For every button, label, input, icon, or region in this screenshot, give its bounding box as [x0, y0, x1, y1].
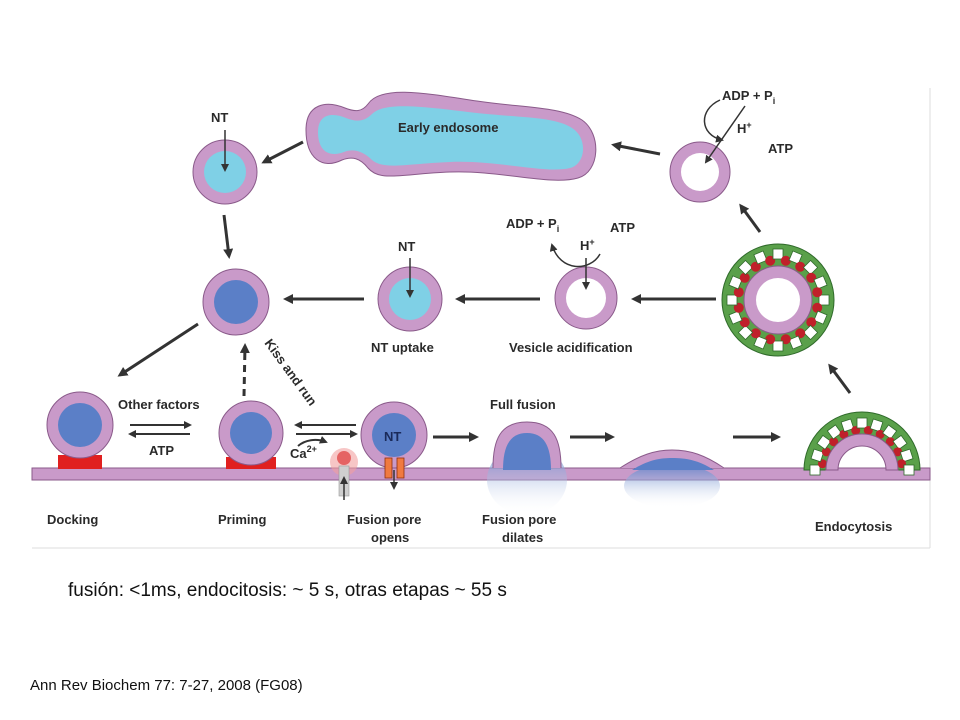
label-fusion-pore-opens-1: Fusion pore [347, 512, 421, 527]
citation: Ann Rev Biochem 77: 7-27, 2008 (FG08) [30, 677, 303, 694]
nt-uptake-vesicle [377, 258, 443, 332]
clathrin-coated-pit [803, 411, 921, 476]
label-h-top: H+ [737, 120, 752, 136]
label-adp-pi-mid-sub: i [557, 224, 560, 234]
label-atp-docking: ATP [149, 443, 174, 458]
label-fusion-pore-opens-2: opens [371, 530, 409, 545]
calcium-channel [330, 448, 358, 500]
acidification-vesicle [549, 243, 618, 330]
label-priming: Priming [218, 512, 266, 527]
label-nt-uptake: NT uptake [371, 340, 434, 355]
fusion-pore-vesicle [360, 401, 428, 490]
label-calcium-base: Ca [290, 446, 307, 461]
label-other-factors: Other factors [118, 397, 200, 412]
label-adp-pi-top: ADP + Pi [722, 88, 775, 106]
label-adp-pi-top-sub: i [773, 96, 776, 106]
label-adp-pi-top-base: ADP + P [722, 88, 773, 103]
label-fusion-pore-dilates-2: dilates [502, 530, 543, 545]
flow-arrows [117, 140, 852, 442]
label-full-fusion: Full fusion [490, 397, 556, 412]
label-adp-pi-mid-base: ADP + P [506, 216, 557, 231]
label-vesicle-acidification: Vesicle acidification [509, 340, 633, 355]
uncoated-vesicle [669, 141, 731, 203]
label-docking: Docking [47, 512, 98, 527]
timing-caption: fusión: <1ms, endocitosis: ~ 5 s, otras … [68, 580, 507, 601]
label-atp-top: ATP [768, 141, 793, 156]
label-h-top-sup: + [746, 120, 751, 130]
flattened-vesicle [619, 449, 725, 508]
label-calcium-sup: 2+ [307, 444, 317, 454]
proton-pump-top [703, 99, 746, 164]
early-endosome [305, 91, 597, 181]
endosome-budded-vesicle [192, 130, 258, 205]
label-early-endosome: Early endosome [398, 120, 498, 135]
label-calcium: Ca2+ [290, 444, 317, 461]
label-h-top-base: H [737, 121, 746, 136]
filled-vesicle [202, 268, 270, 336]
label-nt-mid: NT [398, 239, 415, 254]
priming-vesicle [218, 400, 284, 469]
plasma-membrane [31, 467, 931, 481]
label-endocytosis: Endocytosis [815, 519, 892, 534]
label-h-mid: H+ [580, 237, 595, 253]
label-atp-mid: ATP [610, 220, 635, 235]
label-kiss-and-run: Kiss and run [262, 336, 320, 409]
label-nt-pore: NT [384, 429, 401, 444]
label-h-mid-base: H [580, 238, 589, 253]
label-h-mid-sup: + [589, 237, 594, 247]
label-adp-pi-mid: ADP + Pi [506, 216, 559, 234]
label-fusion-pore-dilates-1: Fusion pore [482, 512, 556, 527]
label-nt-top: NT [211, 110, 228, 125]
equilibrium-arrows [128, 421, 358, 447]
docking-vesicle [46, 391, 114, 469]
clathrin-coated-vesicle [721, 243, 835, 357]
fusion-pore-dilates-bulge [487, 421, 567, 515]
